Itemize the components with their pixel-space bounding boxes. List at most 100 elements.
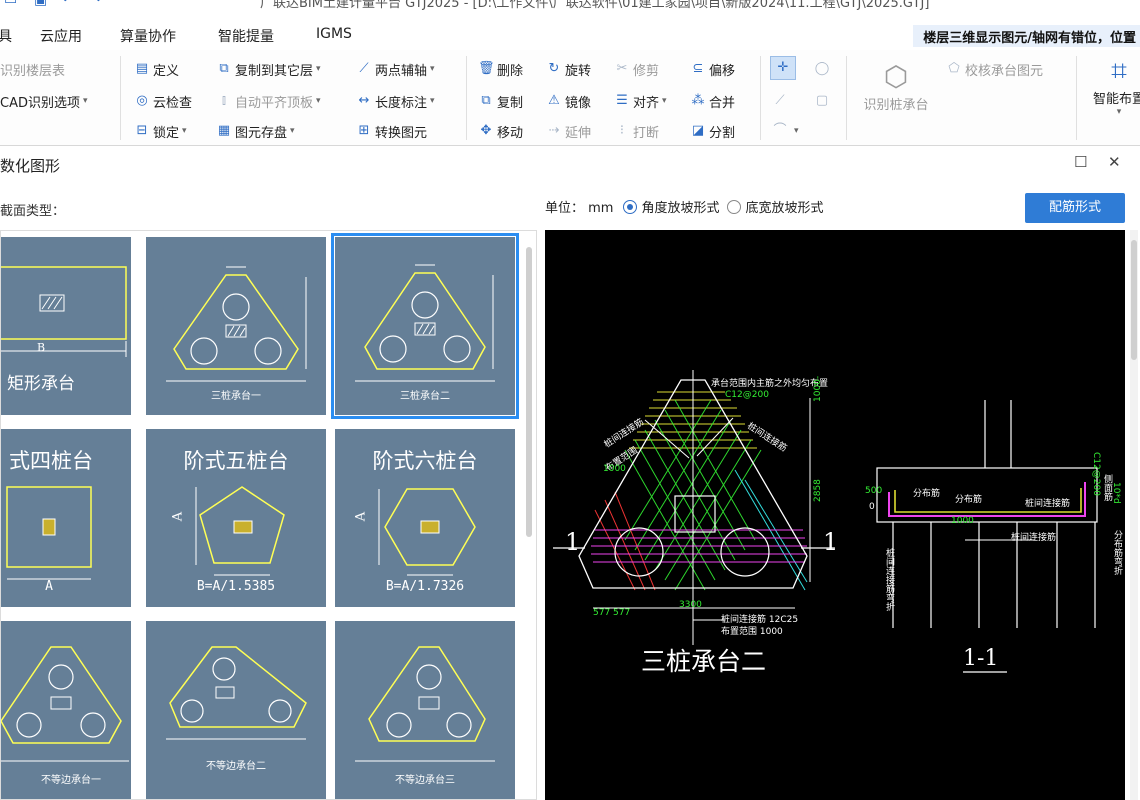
radio-width-label[interactable]: 底宽放坡形式 [745,201,824,216]
extend-button[interactable]: ⇢ 延伸 [546,120,591,142]
close-icon[interactable]: ✕ [1108,153,1121,171]
tile-tri-cap-1[interactable]: 三桩承台一 [146,237,326,415]
two-point-axis-label: 两点辅轴 [375,63,428,79]
open-file-icon[interactable]: ▭ [4,0,18,8]
circle-tool-button[interactable]: ◯ [814,58,833,80]
offset-label: 偏移 [709,63,736,79]
preview-scrollbar[interactable] [1130,230,1138,800]
title-bar: ▭ ▣ ↶ ↷ 广联达BIM土建计量平台 GTJ2025 - [D:\工作文件\… [0,0,1140,20]
define-button[interactable]: ▤ 定义 [134,58,179,80]
split-label: 分割 [709,125,736,141]
split-button[interactable]: ◪ 分割 [690,120,735,142]
align-label: 对齐 [633,95,660,111]
length-dim-button[interactable]: ↔ 长度标注 ▾ [356,90,435,112]
chevron-down-icon: ▾ [316,64,321,74]
tile-tri-cap-2[interactable]: 三桩承台二 [331,233,519,419]
auto-flush-button[interactable]: ⫾ 自动平齐顶板 ▾ [216,90,321,112]
menu-igms[interactable]: IGMS [316,26,352,42]
preview-scroll-thumb[interactable] [1131,240,1137,360]
smart-layout-button[interactable]: ⌗ 智能布置 ▾ [1084,54,1140,117]
radio-angle-label[interactable]: 角度放坡形式 [641,201,720,216]
copy-to-floor-button[interactable]: ⧉ 复制到其它层 ▾ [216,58,321,80]
chevron-down-icon: ▾ [794,126,799,136]
dim-label: B [36,341,46,354]
menu-cloud-app[interactable]: 云应用 [40,29,82,45]
tile-unequal-cap-3[interactable]: 不等边承台三 [335,621,515,799]
gallery-scroll-thumb[interactable] [526,247,532,537]
notice-banner[interactable]: 楼层三维显示图元/轴网有错位，位置 [913,25,1140,47]
define-label: 定义 [153,63,180,79]
tile-step-4-pile[interactable]: 式四桩台 A [1,429,131,607]
note-dim-3300: 3300 [679,600,702,610]
ribbon-separator [846,56,847,140]
maximize-icon[interactable]: ☐ [1074,153,1088,171]
point-tool-button[interactable]: ✛ [770,56,796,80]
ribbon-separator [1076,56,1077,140]
copy-button[interactable]: ⧉ 复制 [478,90,523,112]
menu-smart-extract[interactable]: 智能提量 [218,29,274,45]
ribbon-toolbar: 识别楼层表 CAD识别选项 ▾ ▤ 定义 ⧉ 复制到其它层 ▾ ⟋ 两点辅轴 ▾… [0,50,1140,146]
recognize-cap-label: 识别桩承台 [863,98,929,113]
note-dim-2858: 2858 [813,479,823,502]
tile-rect-cap[interactable]: B 矩形承台 [1,237,131,415]
tile-unequal-cap-1[interactable]: 不等边承台一 [1,621,131,799]
unequal-3-drawing [355,646,495,762]
two-point-axis-button[interactable]: ⟋ 两点辅轴 ▾ [356,58,434,80]
note-sec-link-bottom: 桩间连接筋 [1011,533,1057,543]
radio-width-slope[interactable] [727,199,742,214]
line-icon: ⟋ [775,93,785,108]
redo-icon[interactable]: ↷ [90,0,102,8]
split-icon: ◪ [691,123,705,138]
tile-step-6-pile[interactable]: A 阶式六桩台 B=A/1.7326 [335,429,515,607]
plan-title: 三桩承台二 [641,647,767,676]
store-element-button[interactable]: ▦ 图元存盘 ▾ [216,120,295,142]
copy-label: 复制 [497,95,524,111]
ribbon-separator [120,56,121,140]
lock-button[interactable]: ⊟ 锁定 ▾ [134,120,187,142]
break-button[interactable]: ⁝ 打断 [614,120,659,142]
define-icon: ▤ [135,61,149,76]
dim-label: A [353,511,369,522]
rebar-form-button[interactable]: 配筋形式 [1025,193,1125,223]
note-range-1000: 1000 [603,464,626,474]
move-button[interactable]: ✥ 移动 [478,120,523,142]
save-icon[interactable]: ▣ [34,0,48,8]
menu-tools[interactable]: 具 [0,29,12,45]
recognize-floor-button[interactable]: 识别楼层表 [0,58,65,80]
axis-icon: ⟋ [359,61,369,76]
check-cap-icon: ⬠ [948,61,960,76]
tile-step-5-pile[interactable]: A 阶式五桩台 B=A/1.5385 [146,429,326,607]
menu-collab[interactable]: 算量协作 [120,29,176,45]
offset-button[interactable]: ⊆ 偏移 [690,58,735,80]
check-cap-label: 校核承台图元 [965,63,1044,79]
arc-tool-button[interactable]: ⌒ ▾ [772,120,799,142]
trim-button[interactable]: ✂ 修剪 [614,58,659,80]
line-tool-button[interactable]: ⟋ [772,90,791,112]
rect-tool-button[interactable]: ▢ [814,90,833,112]
extend-icon: ⇢ [548,123,560,138]
merge-button[interactable]: ⁂ 合并 [690,90,736,112]
flush-icon: ⫾ [221,93,227,108]
rect-cap-drawing [1,266,127,357]
recognize-cap-button[interactable]: ⬡ 识别桩承台 [856,60,936,113]
radio-angle-slope[interactable] [623,199,638,214]
tile-label: 矩形承台 [7,374,75,394]
tri-cap-1-drawing [166,266,307,382]
mirror-button[interactable]: ⚠ 镜像 [546,90,591,112]
chevron-down-icon: ▾ [430,96,435,106]
parametric-shape-dialog: 数化图形 ☐ ✕ 截面类型： 单位： mm 角度放坡形式 底宽放坡形式 配筋形式… [0,147,1140,800]
check-cap-button[interactable]: ⬠ 校核承台图元 [946,58,1043,80]
rotate-button[interactable]: ↻ 旋转 [546,58,591,80]
delete-button[interactable]: 🗑 删除 [478,58,523,80]
note-sec-500: 500 [865,486,883,496]
cloud-check-button[interactable]: ◎ 云检查 [134,90,192,112]
undo-icon[interactable]: ↶ [62,0,74,8]
note-sec-bend: 桩间连接筋弯折 [884,548,894,611]
lock-icon: ⊟ [136,123,148,138]
align-button[interactable]: ☰ 对齐 ▾ [614,90,666,112]
cad-options-button[interactable]: CAD识别选项 ▾ [0,90,88,112]
copy-icon: ⧉ [481,93,491,108]
convert-element-button[interactable]: ⊞ 转换图元 [356,120,427,142]
tile-unequal-cap-2[interactable]: 不等边承台二 [146,621,326,799]
cad-options-label: CAD识别选项 [0,95,80,111]
